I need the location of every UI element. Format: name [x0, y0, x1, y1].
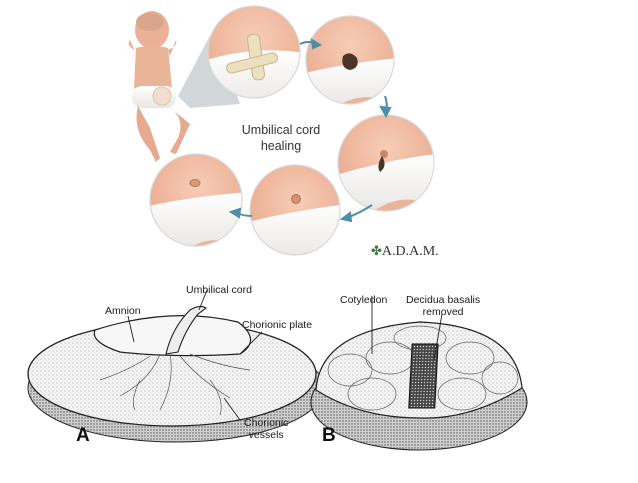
title-line-1: Umbilical cord — [241, 123, 321, 137]
placenta-illustrations — [27, 289, 528, 451]
label-cotyledon: Cotyledon — [340, 294, 388, 306]
label-decidua-line-2: removed — [422, 306, 464, 318]
placenta-a — [27, 289, 325, 443]
label-chorionic-line-2: vessels — [248, 429, 284, 441]
adam-logo: ✤A.D.A.M. — [371, 243, 439, 260]
label-decidua-basalis: Decidua basalis removed — [406, 294, 480, 318]
title-line-2: healing — [260, 139, 302, 153]
figure-title: Umbilical cord healing — [226, 122, 336, 154]
stage-3-circle — [338, 115, 434, 211]
label-amnion: Amnion — [105, 305, 141, 317]
leaf-icon: ✤ — [371, 243, 382, 258]
stage-5-circle — [150, 154, 242, 246]
logo-text: A.D.A.M. — [381, 244, 439, 259]
placenta-b — [310, 296, 528, 451]
label-chorionic-line-1: Chorionic — [244, 417, 289, 429]
label-umbilical-cord: Umbilical cord — [186, 284, 252, 296]
stage-2-circle — [306, 16, 394, 104]
placenta-fetal-side: Umbilical cord Amnion Chorionic plate Ch… — [0, 270, 638, 478]
arrows — [228, 38, 392, 223]
healing-illustration — [128, 5, 435, 256]
label-decidua-line-1: Decidua basalis — [406, 294, 481, 306]
umbilical-healing-figure: Umbilical cord healing ✤A.D.A.M. — [128, 5, 439, 260]
baby-illustration — [128, 11, 190, 162]
panel-letter-a: A — [76, 425, 90, 446]
label-chorionic-vessels: Chorionic vessels — [244, 417, 288, 441]
panel-letter-b: B — [322, 425, 336, 446]
stage-4-circle — [250, 165, 340, 255]
label-chorionic-plate: Chorionic plate — [242, 319, 313, 331]
